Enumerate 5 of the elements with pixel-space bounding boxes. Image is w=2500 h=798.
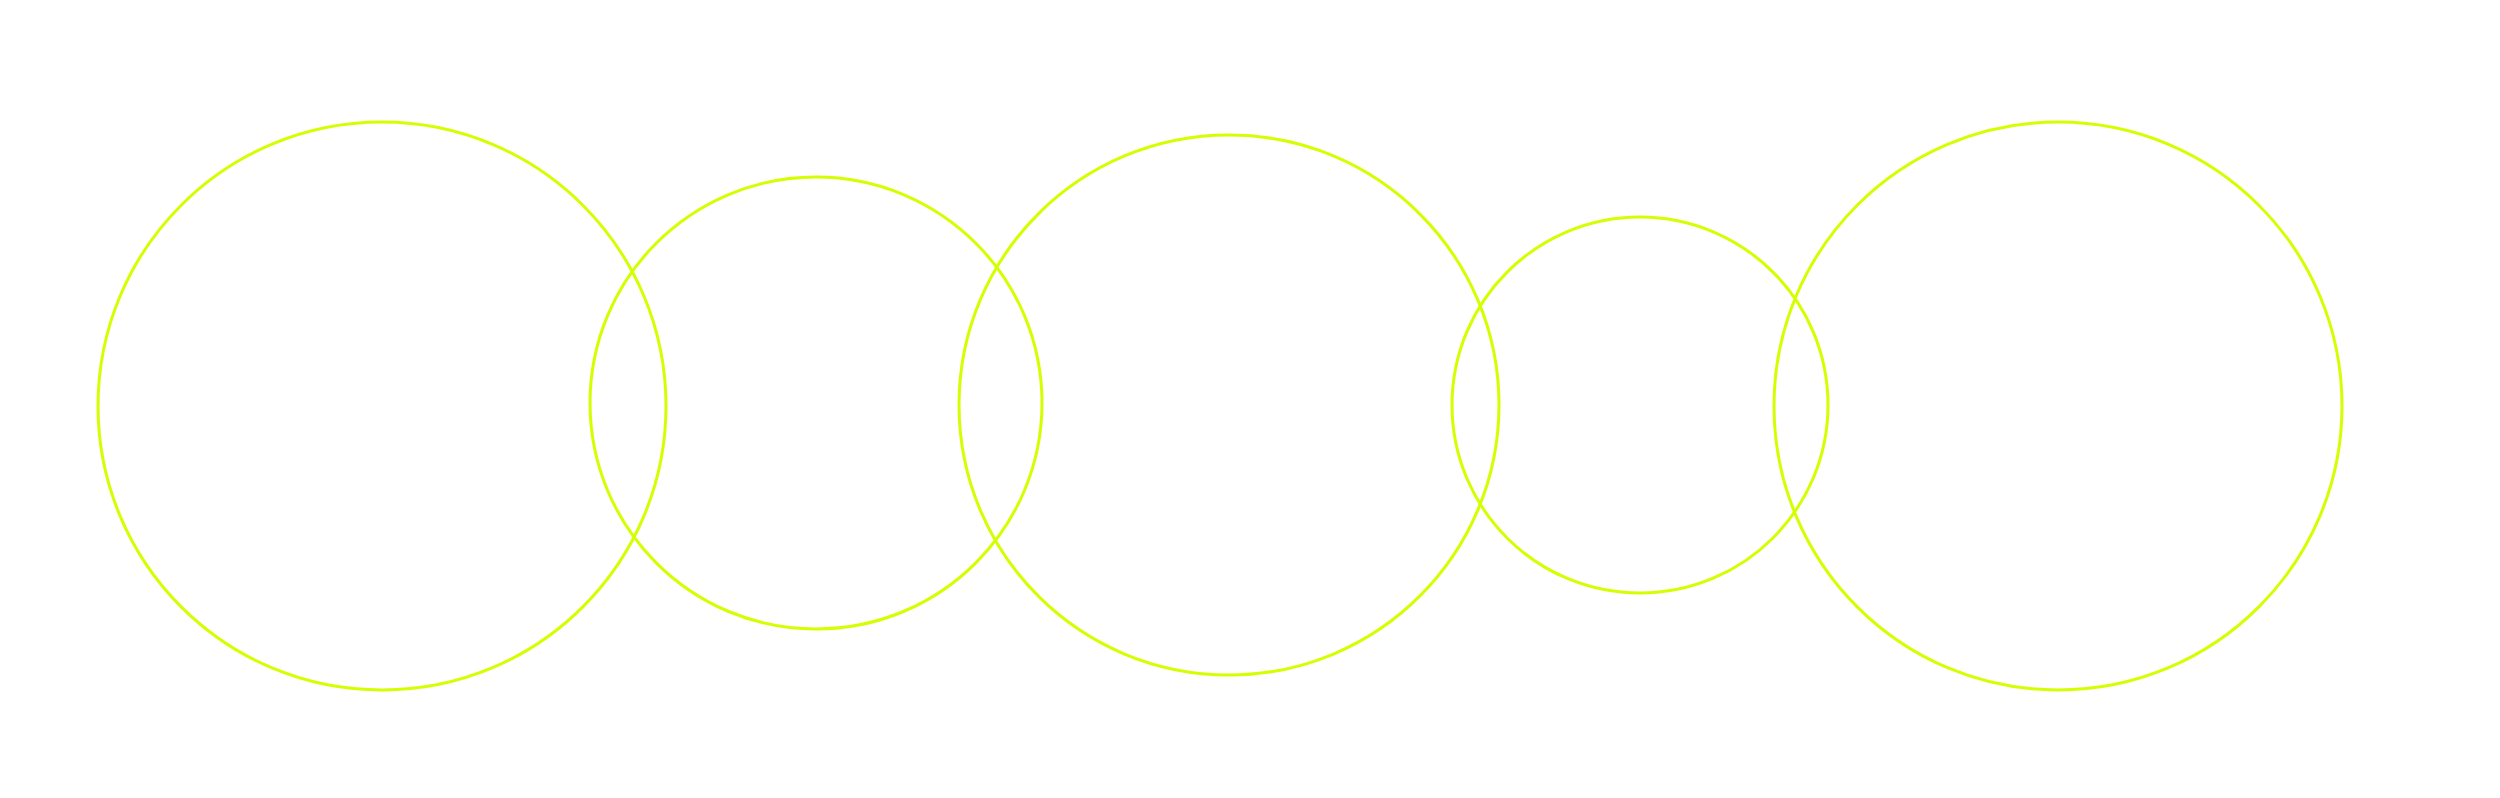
circle [588,175,1044,631]
circle [96,120,668,692]
circle [957,133,1501,677]
circle [1450,215,1830,595]
circle [1772,120,2344,692]
